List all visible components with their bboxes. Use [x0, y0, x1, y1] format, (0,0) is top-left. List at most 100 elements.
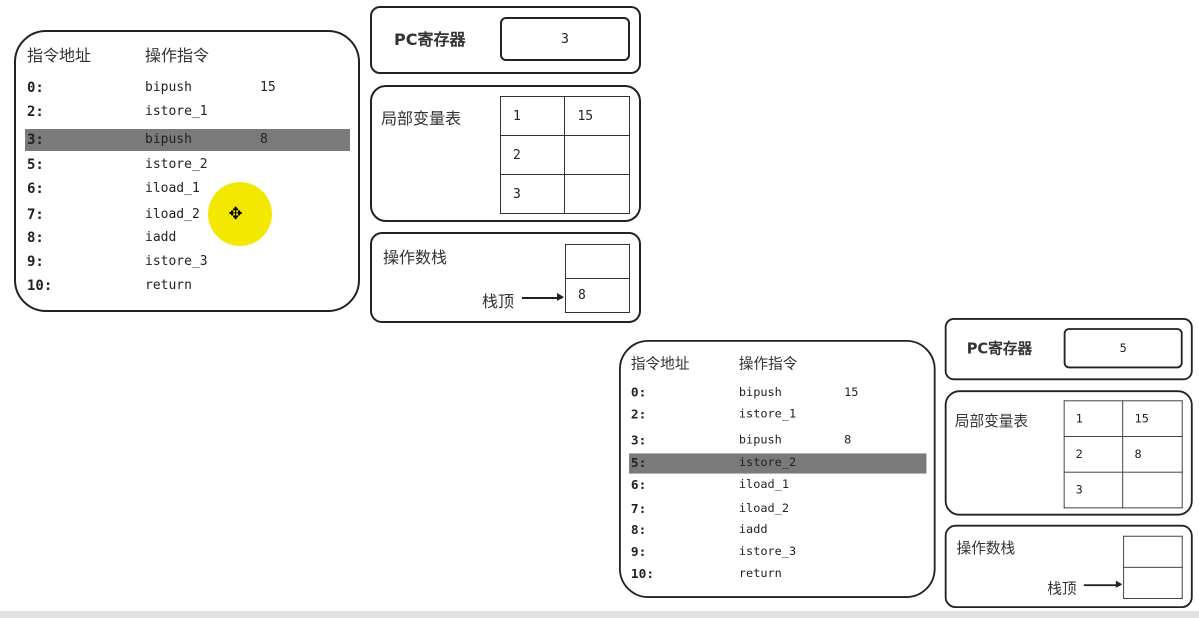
instruction-address: 7: — [630, 501, 647, 517]
local-variable-label: 局部变量表 — [954, 412, 1029, 430]
local-variable-row: 2 — [499, 135, 630, 175]
local-variable-row: 3 — [1063, 471, 1183, 509]
instruction-row: 2: istore_1 — [27, 101, 347, 123]
slot-index: 1 — [1063, 400, 1124, 437]
pc-register-value: 5 — [1063, 328, 1183, 369]
instruction-op: bipush — [738, 433, 782, 448]
instruction-op: istore_1 — [145, 104, 208, 119]
instruction-op: iload_2 — [738, 501, 790, 516]
instruction-op: bipush — [145, 80, 192, 95]
frame-step-1: 指令地址 操作指令 0: bipush 15 2: istore_1 3: bi… — [14, 6, 642, 324]
stack-slot — [1123, 566, 1183, 599]
instruction-row: 6: iload_1 — [27, 178, 347, 200]
local-variable-row: 3 — [499, 174, 630, 214]
instruction-row: 8: iadd — [631, 520, 924, 540]
instruction-row: 8: iadd — [27, 227, 347, 249]
instruction-address: 0: — [27, 80, 44, 96]
instruction-address: 10: — [630, 566, 655, 582]
slot-index: 2 — [1063, 436, 1124, 473]
stack-slot — [565, 244, 630, 279]
slot-index: 3 — [499, 174, 566, 214]
instruction-op: istore_2 — [145, 157, 208, 172]
pc-register-label: PC寄存器 — [394, 30, 466, 49]
instruction-address: 8: — [27, 230, 44, 246]
slot-value: 15 — [1122, 400, 1183, 437]
instruction-op: iload_1 — [145, 181, 200, 196]
instruction-address: 2: — [27, 104, 44, 120]
bottom-bar — [0, 611, 1199, 618]
instruction-address: 7: — [27, 207, 44, 223]
local-variable-label: 局部变量表 — [381, 109, 462, 128]
instruction-row: 0: bipush 15 — [27, 77, 347, 99]
instruction-row: 7: iload_2 — [27, 204, 347, 226]
instruction-op: iload_2 — [145, 207, 200, 222]
operand-stack-table: 8 — [565, 244, 630, 313]
slot-index: 1 — [499, 96, 566, 136]
instruction-row: 3: bipush 8 — [631, 431, 924, 451]
instruction-address: 9: — [630, 544, 647, 560]
instruction-header: 操作指令 — [145, 46, 210, 65]
operand-stack-table — [1123, 535, 1183, 599]
instruction-address: 6: — [27, 181, 44, 197]
stack-top-arrow-icon — [1083, 581, 1123, 588]
stack-slot: 8 — [565, 278, 630, 313]
slot-value — [564, 135, 630, 175]
instruction-arg: 8 — [844, 433, 852, 448]
instruction-op: istore_3 — [145, 254, 208, 269]
slot-value: 15 — [564, 96, 630, 136]
operand-stack-label: 操作数栈 — [956, 539, 1016, 557]
instruction-op: istore_1 — [738, 407, 797, 422]
instruction-op: iadd — [145, 230, 177, 245]
instruction-address: 2: — [630, 407, 647, 423]
current-instruction-highlight — [629, 453, 927, 474]
instruction-op: istore_2 — [738, 456, 797, 470]
instruction-address: 3: — [27, 132, 44, 148]
pc-register-label: PC寄存器 — [966, 339, 1033, 358]
instruction-arg: 8 — [260, 132, 268, 147]
instruction-op: return — [145, 278, 192, 293]
instruction-address: 8: — [630, 522, 647, 538]
instruction-op: iload_1 — [738, 478, 790, 492]
instruction-op: return — [738, 566, 782, 581]
cursor-highlight — [208, 182, 272, 246]
slot-value: 8 — [1122, 436, 1183, 473]
instruction-address: 5: — [27, 157, 44, 173]
operand-stack-label: 操作数栈 — [383, 248, 448, 267]
current-instruction-highlight — [25, 129, 350, 151]
instruction-row: 9: istore_3 — [27, 251, 347, 273]
slot-index: 3 — [1063, 471, 1124, 509]
instruction-header: 操作指令 — [738, 354, 798, 372]
instruction-address: 0: — [630, 385, 647, 401]
instruction-row: 10: return — [27, 275, 347, 297]
instruction-address: 6: — [630, 478, 647, 493]
slot-value — [1122, 471, 1183, 509]
address-header: 指令地址 — [27, 46, 92, 65]
instruction-address: 9: — [27, 254, 44, 270]
instruction-address: 10: — [27, 278, 53, 294]
instruction-row: 0: bipush 15 — [631, 383, 924, 403]
stack-top-arrow-icon — [522, 294, 564, 300]
instruction-op: bipush — [145, 132, 192, 147]
instruction-panel — [14, 30, 360, 312]
instruction-arg: 15 — [844, 385, 859, 400]
instruction-op: istore_3 — [738, 544, 797, 559]
instruction-row: 5: istore_2 — [27, 154, 347, 176]
slot-value — [564, 174, 630, 214]
instruction-row: 10: return — [631, 564, 924, 584]
instruction-row: 2: istore_1 — [631, 405, 924, 425]
instruction-row: 3: bipush 8 — [27, 129, 347, 151]
pc-register-value: 3 — [500, 17, 630, 61]
address-header: 指令地址 — [630, 354, 690, 372]
instruction-arg: 15 — [260, 80, 276, 95]
instruction-row: 5: istore_2 — [631, 453, 924, 473]
stack-slot — [1123, 535, 1183, 568]
instruction-address: 5: — [630, 456, 647, 471]
frame-step-2: 指令地址 操作指令 0: bipush 15 2: istore_1 3: bi… — [619, 318, 1194, 609]
stack-top-label: 栈顶 — [482, 292, 515, 311]
slot-index: 2 — [499, 135, 566, 175]
